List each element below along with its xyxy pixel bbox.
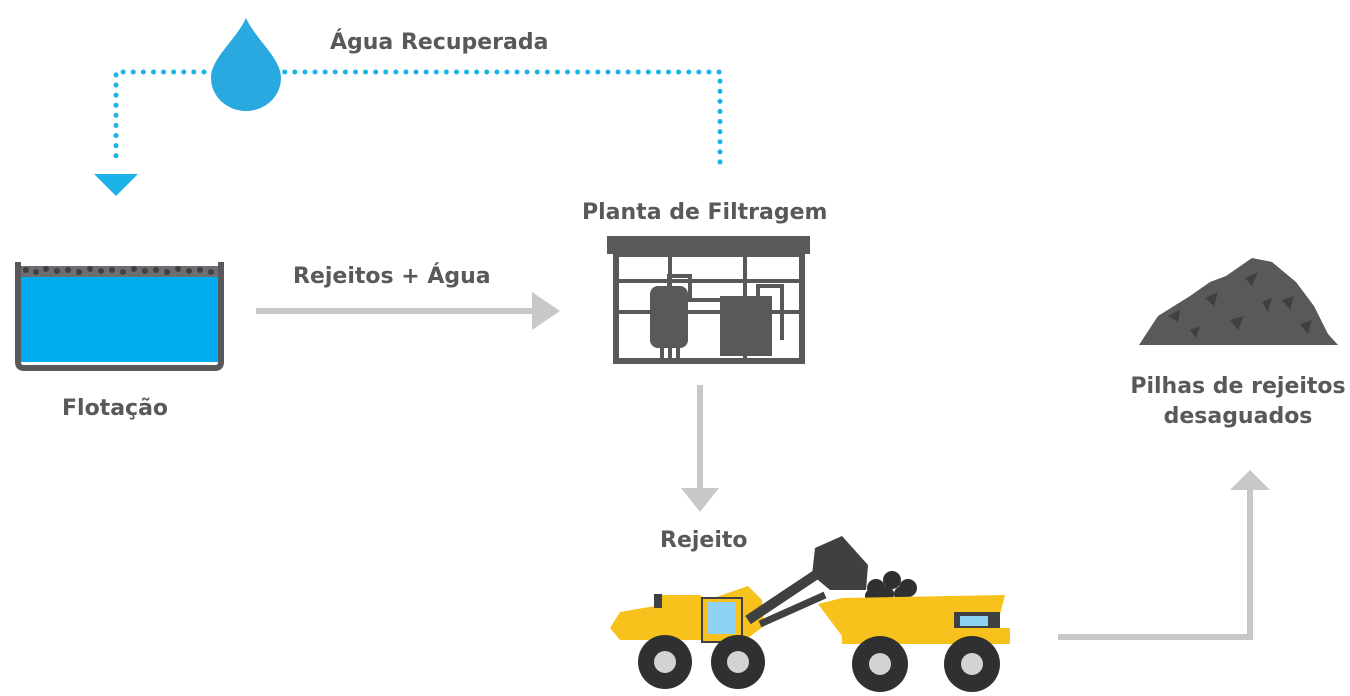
tailing-down-arrow [681, 385, 719, 512]
dewatered-piles-line2: desaguados [1163, 404, 1313, 429]
recovered-water-arrowhead [94, 174, 138, 196]
flotation-tank-icon [15, 262, 224, 371]
dewatered-piles-line1: Pilhas de rejeitos [1130, 374, 1346, 399]
deposit-arrow [1058, 470, 1270, 640]
wheel-loader-icon [610, 536, 868, 689]
tailings-water-label: Rejeitos + Água [293, 264, 491, 289]
filter-plant-label: Planta de Filtragem [582, 200, 828, 225]
dump-truck-icon [818, 571, 1010, 692]
filtration-plant-icon [607, 236, 810, 364]
dewatered-piles-label: Pilhas de rejeitos desaguados [1118, 372, 1350, 432]
recovered-water-label: Água Recuperada [330, 30, 549, 55]
tailing-label: Rejeito [660, 528, 748, 553]
water-drop-icon [211, 18, 281, 111]
tailings-pile-icon [1139, 258, 1338, 345]
tailings-water-arrow [256, 292, 560, 330]
flotation-label: Flotação [62, 396, 169, 421]
recovered-water-flow-line [94, 69, 723, 196]
